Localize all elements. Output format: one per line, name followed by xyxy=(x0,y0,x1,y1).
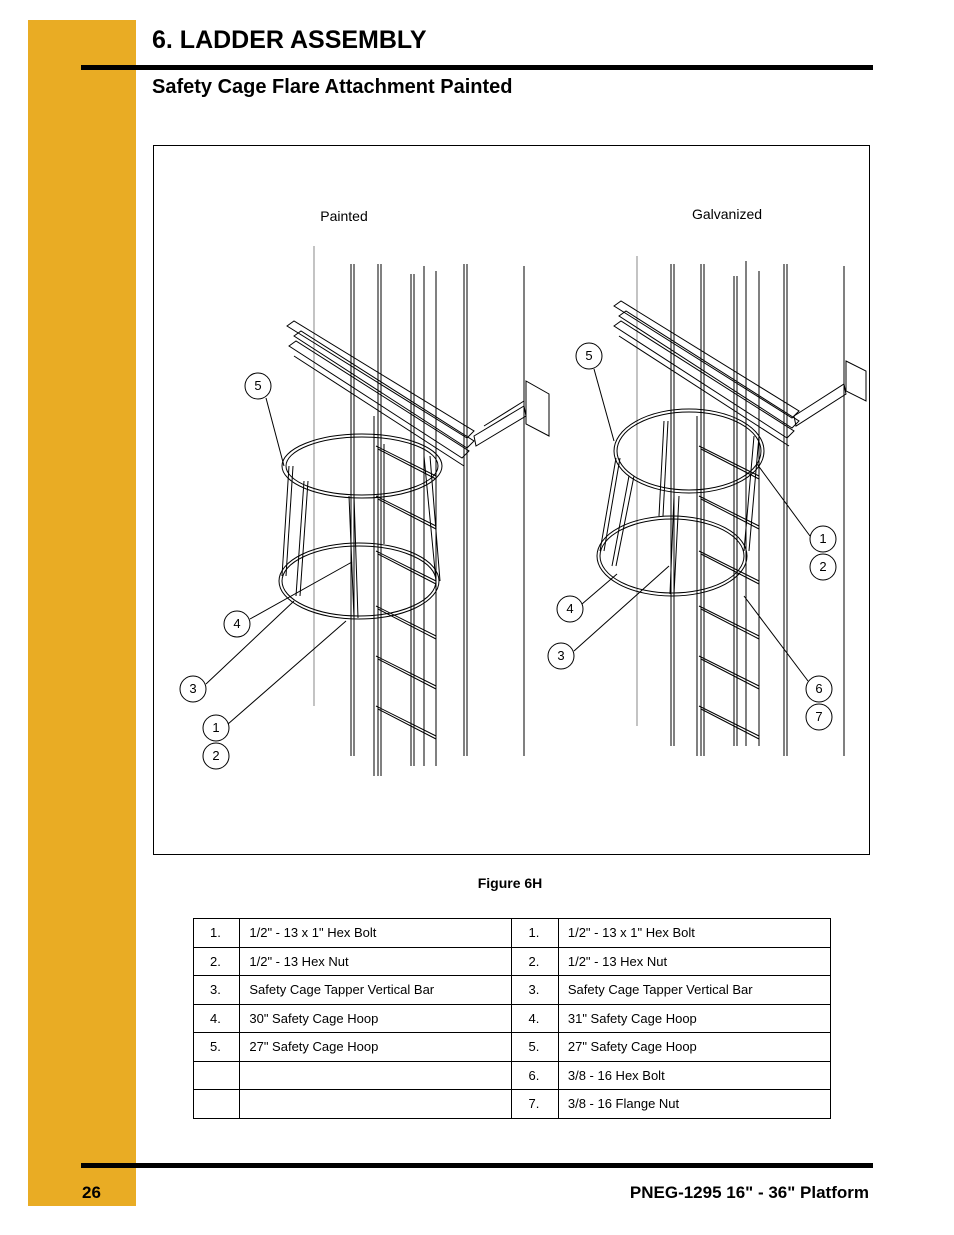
callout-number: 7 xyxy=(815,709,822,724)
callout-number: 4 xyxy=(233,616,240,631)
header-rule xyxy=(81,65,873,70)
callout-number: 1 xyxy=(212,720,219,735)
callout-number: 4 xyxy=(566,601,573,616)
callout-number: 2 xyxy=(212,748,219,763)
part-number-cell: 5. xyxy=(192,1032,241,1062)
part-number-cell: 7. xyxy=(511,1089,559,1119)
painted-ladder-drawing xyxy=(179,246,550,776)
part-description-cell: 1/2" - 13 x 1" Hex Bolt xyxy=(557,918,832,948)
table-row: 6.3/8 - 16 Hex Bolt xyxy=(192,1060,832,1090)
callout-number: 3 xyxy=(189,681,196,696)
part-number-cell: 4. xyxy=(192,1003,241,1033)
part-description-cell: 30" Safety Cage Hoop xyxy=(239,1003,513,1033)
section-title: 6. LADDER ASSEMBLY xyxy=(152,26,427,54)
callout-number: 2 xyxy=(819,559,826,574)
part-description-cell xyxy=(239,1060,513,1090)
callout-number: 3 xyxy=(557,648,564,663)
callout-number: 1 xyxy=(819,531,826,546)
part-number-cell xyxy=(192,1060,241,1090)
part-description-cell: 3/8 - 16 Hex Bolt xyxy=(557,1060,832,1090)
figure-frame: Painted Galvanized 5 4 3 1 2 5 1 2 4 3 6… xyxy=(153,145,870,855)
part-number-cell: 3. xyxy=(511,975,559,1005)
callout-number: 5 xyxy=(585,348,592,363)
part-description-cell: Safety Cage Tapper Vertical Bar xyxy=(239,975,513,1005)
part-description-cell: 27" Safety Cage Hoop xyxy=(557,1032,832,1062)
part-description-cell xyxy=(239,1089,513,1119)
callout-number: 6 xyxy=(815,681,822,696)
part-number-cell: 2. xyxy=(192,946,241,976)
part-number-cell: 4. xyxy=(511,1003,559,1033)
part-description-cell: 1/2" - 13 Hex Nut xyxy=(557,946,832,976)
callout-number: 5 xyxy=(254,378,261,393)
part-description-cell: 31" Safety Cage Hoop xyxy=(557,1003,832,1033)
part-description-cell: Safety Cage Tapper Vertical Bar xyxy=(557,975,832,1005)
footer-rule xyxy=(81,1163,873,1168)
part-number-cell: 1. xyxy=(511,918,559,948)
painted-label: Painted xyxy=(320,208,367,224)
side-accent-bar xyxy=(28,20,136,1206)
part-description-cell: 27" Safety Cage Hoop xyxy=(239,1032,513,1062)
part-number-cell: 5. xyxy=(511,1032,559,1062)
part-description-cell: 3/8 - 16 Flange Nut xyxy=(557,1089,832,1119)
ladder-diagram: Painted Galvanized 5 4 3 1 2 5 1 2 4 3 6… xyxy=(179,206,867,776)
subtitle: Safety Cage Flare Attachment Painted xyxy=(152,76,513,98)
part-description-cell: 1/2" - 13 x 1" Hex Bolt xyxy=(239,918,513,948)
part-number-cell: 6. xyxy=(511,1060,559,1090)
figure-caption: Figure 6H xyxy=(477,875,543,891)
table-row: 7.3/8 - 16 Flange Nut xyxy=(192,1089,832,1119)
part-number-cell xyxy=(192,1089,241,1119)
document-title: PNEG-1295 16" - 36" Platform xyxy=(629,1183,869,1202)
part-number-cell: 2. xyxy=(511,946,559,976)
galvanized-label: Galvanized xyxy=(692,206,762,222)
page-number: 26 xyxy=(82,1183,101,1202)
galvanized-ladder-drawing xyxy=(547,256,867,756)
part-description-cell: 1/2" - 13 Hex Nut xyxy=(239,946,513,976)
part-number-cell: 3. xyxy=(192,975,241,1005)
part-number-cell: 1. xyxy=(192,918,241,948)
